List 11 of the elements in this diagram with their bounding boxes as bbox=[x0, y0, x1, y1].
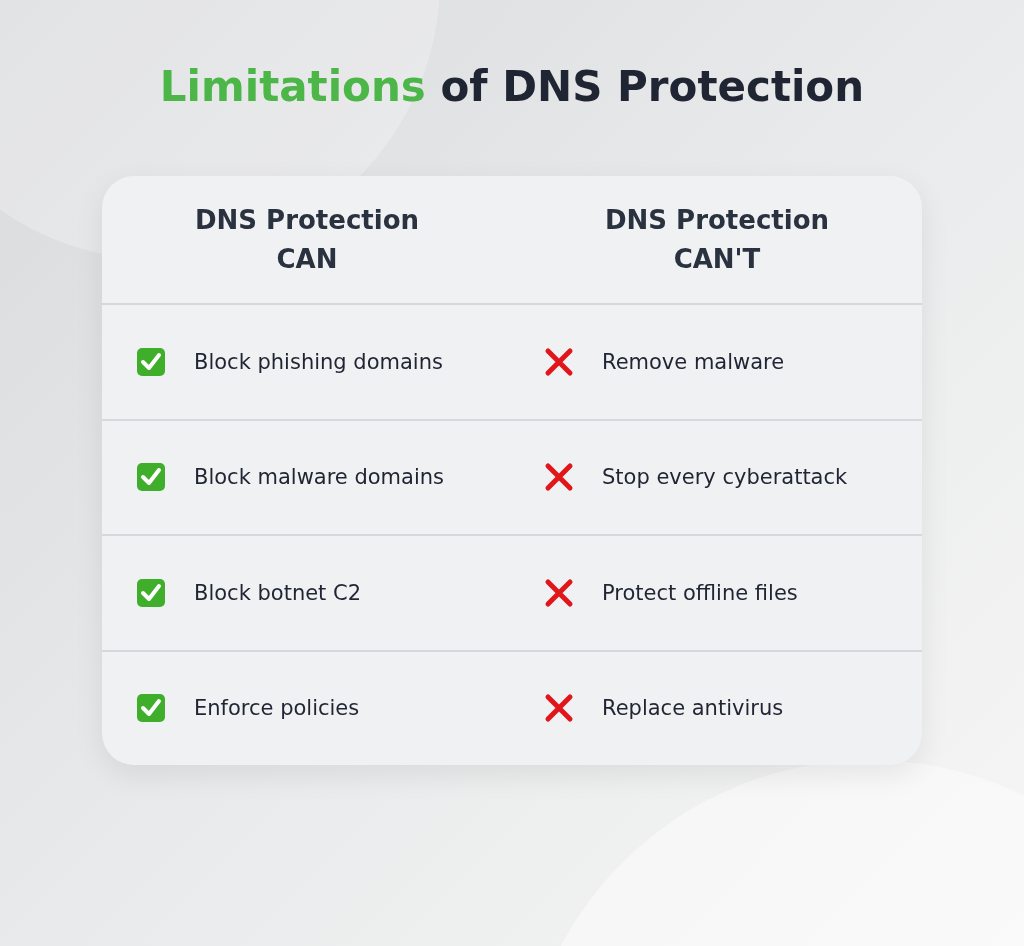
column-header: DNS Protection CAN bbox=[193, 203, 420, 276]
column-header: DNS Protection CAN'T bbox=[603, 203, 830, 276]
limitation-text: Remove malware bbox=[602, 350, 785, 375]
limitation-text: Replace antivirus bbox=[602, 696, 784, 721]
limitation-text: Protect offline files bbox=[602, 580, 798, 605]
limitation-text: Stop every cyberattack bbox=[602, 465, 848, 490]
capability-text: Enforce policies bbox=[194, 696, 360, 721]
capability-text: Block malware domains bbox=[194, 465, 445, 490]
capability-text: Block botnet C2 bbox=[194, 580, 362, 605]
title: Limitations of DNS Protection bbox=[158, 62, 866, 111]
capability-text: Block phishing domains bbox=[194, 350, 443, 375]
